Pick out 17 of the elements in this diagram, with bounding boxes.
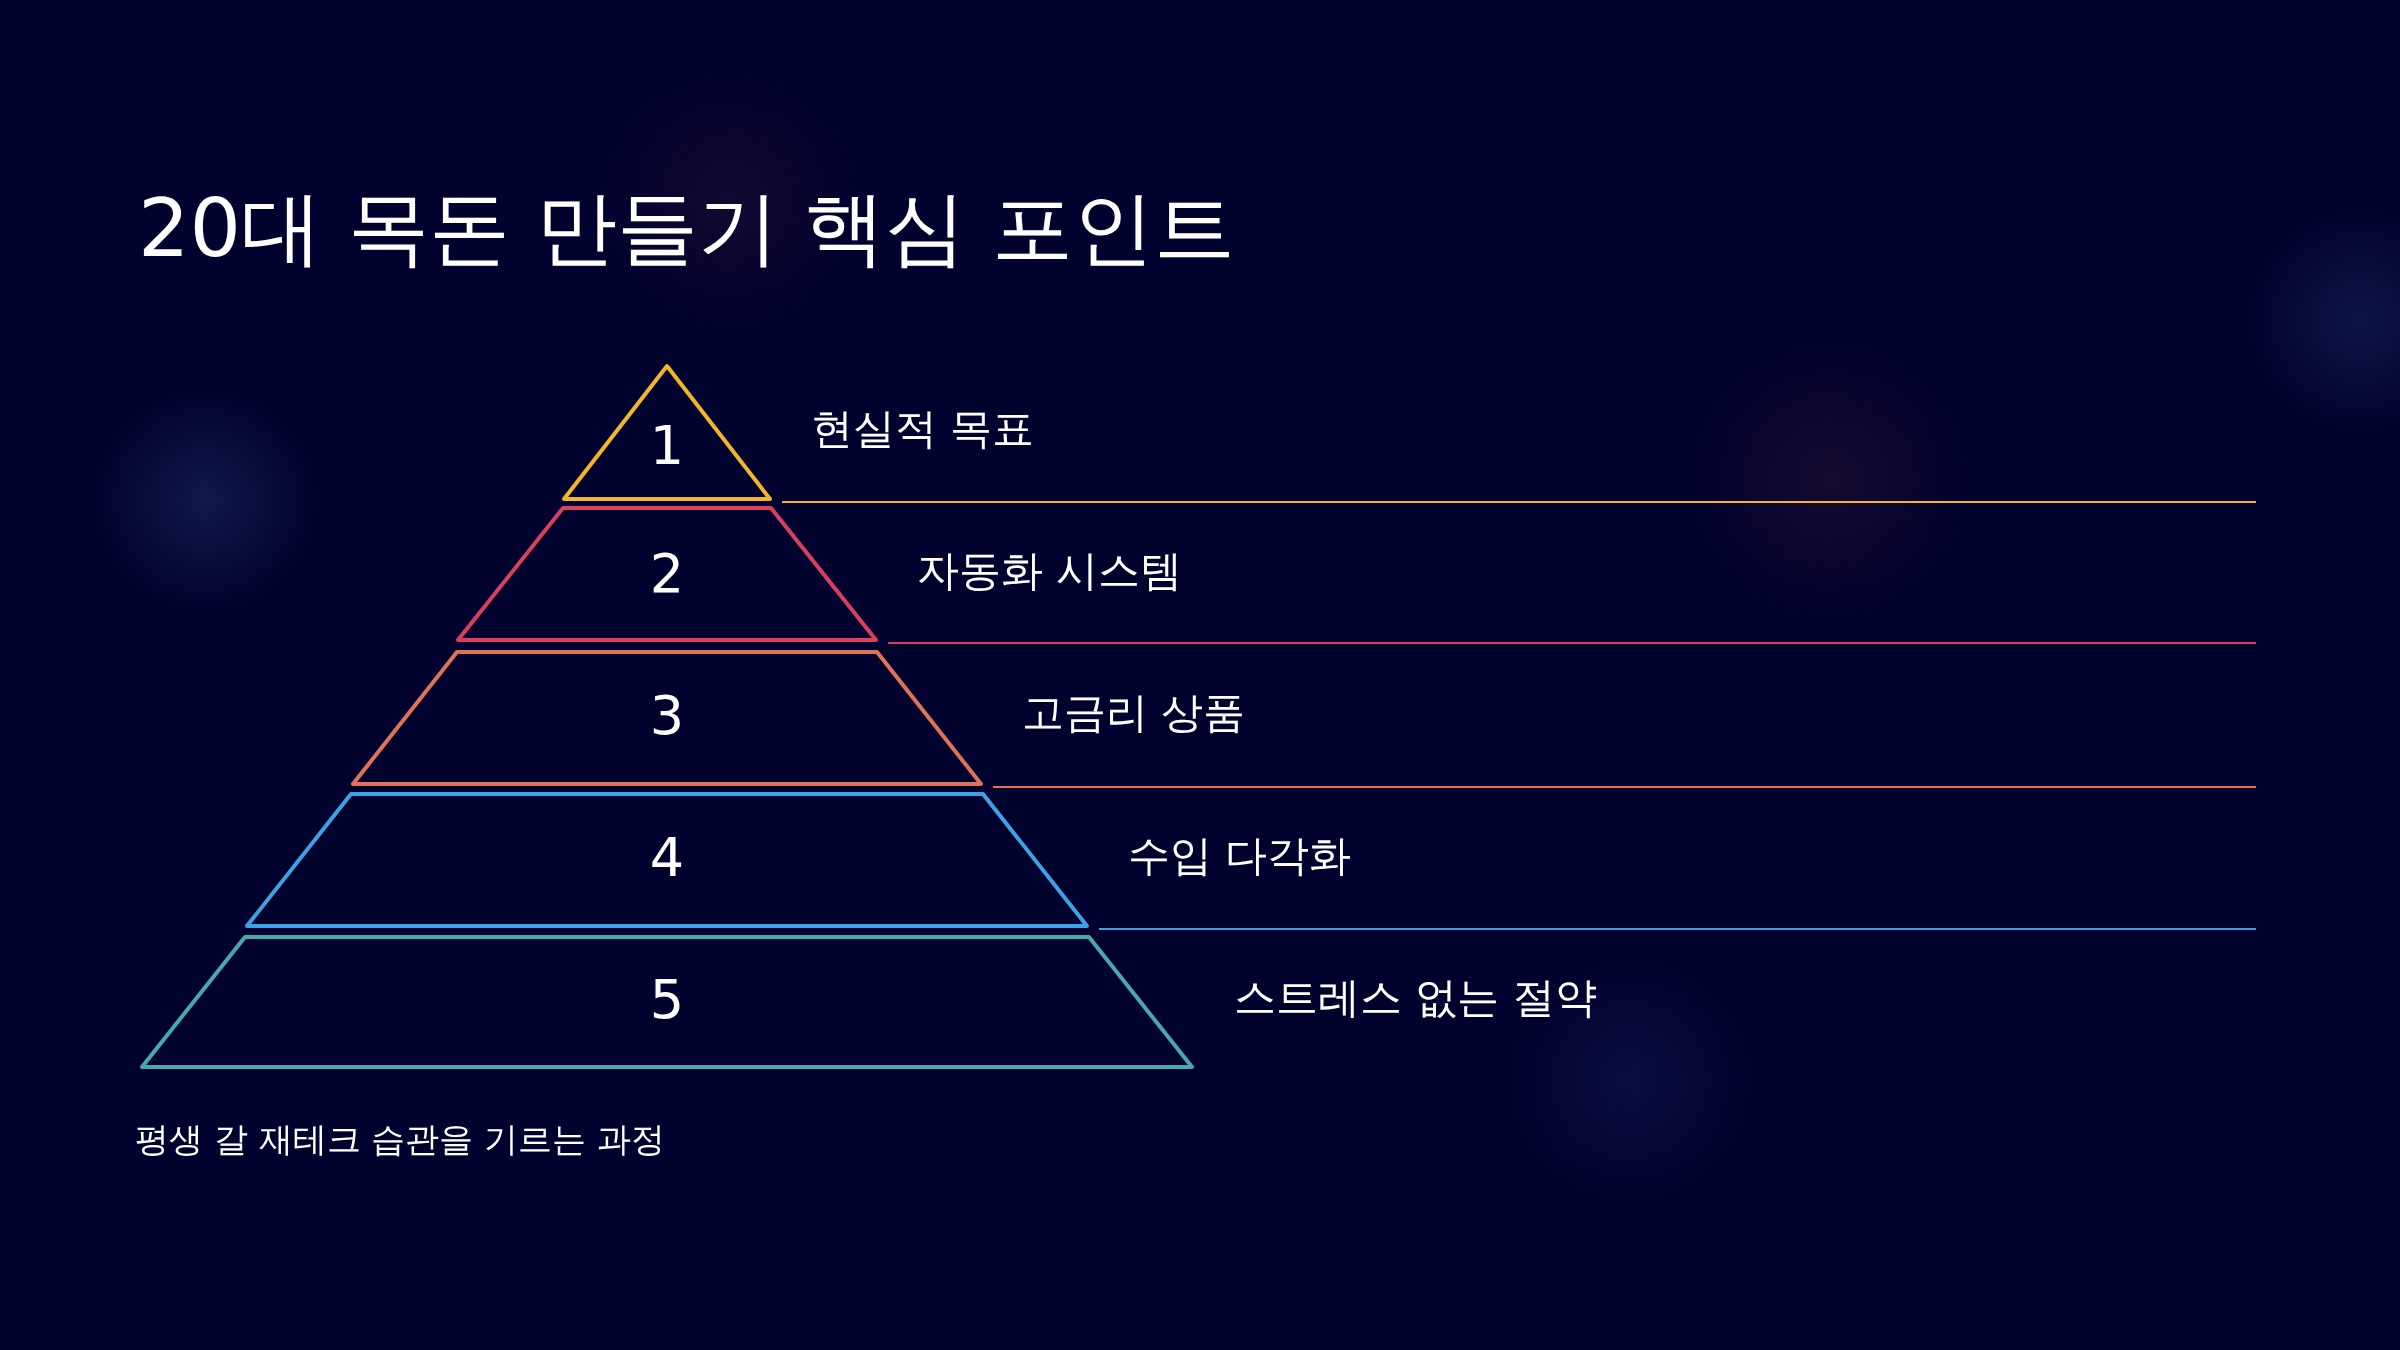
pyramid-level [560, 362, 774, 503]
level-number: 4 [649, 831, 685, 885]
title: 20대 목돈 만들기 핵심 포인트 [138, 188, 1236, 269]
caption: 평생 갈 재테크 습관을 기르는 과정 [135, 1122, 666, 1156]
pyramid-level [349, 648, 985, 788]
level-label: 고금리 상품 [1022, 692, 1246, 734]
level-number: 1 [649, 419, 685, 473]
level-label: 스트레스 없는 절약 [1234, 977, 1597, 1019]
pyramid-level [454, 504, 880, 644]
level-number: 3 [649, 689, 685, 743]
level-number: 5 [649, 973, 685, 1027]
level-label: 자동화 시스템 [917, 550, 1183, 592]
pyramid-level [138, 933, 1196, 1071]
level-label: 현실적 목표 [811, 408, 1035, 450]
pyramid-level [243, 790, 1091, 930]
level-number: 2 [649, 547, 685, 601]
level-label: 수입 다각화 [1128, 835, 1352, 877]
